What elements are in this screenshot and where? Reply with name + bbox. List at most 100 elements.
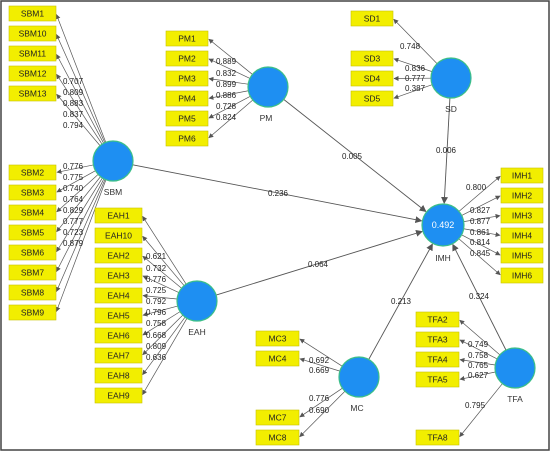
construct-label-pm: PM (260, 113, 273, 123)
indicator-label-sbm4: SBM4 (21, 208, 44, 218)
loading-value-pm4: 0.886 (216, 91, 237, 100)
indicator-label-pm6: PM6 (178, 134, 196, 144)
indicator-label-sbm8: SBM8 (21, 288, 44, 298)
loading-value-pm2: 0.832 (216, 69, 237, 78)
loading-value-sbm4: 0.740 (63, 184, 84, 193)
loading-value-imh3: 0.877 (470, 217, 491, 226)
loading-value-eah9: 0.636 (146, 353, 167, 362)
loading-value-pm1: 0.889 (216, 57, 237, 66)
loading-value-imh5: 0.814 (470, 238, 491, 247)
loading-value-sbm9: 0.879 (63, 239, 84, 248)
loading-value-eah8: 0.809 (146, 342, 167, 351)
loading-value-tfa4: 0.765 (468, 361, 489, 370)
indicator-label-imh6: IMH6 (512, 271, 533, 281)
loading-value-eah7: 0.668 (146, 331, 167, 340)
indicator-label-sbm12: SBM12 (19, 69, 47, 79)
indicator-label-sd5: SD5 (364, 94, 381, 104)
indicator-label-mc3: MC3 (269, 334, 287, 344)
indicator-label-eah3: EAH3 (107, 271, 129, 281)
construct-label-mc: MC (350, 403, 363, 413)
construct-circle-sbm[interactable] (93, 141, 133, 181)
loading-value-imh6: 0.845 (470, 249, 491, 258)
indicator-label-eah8: EAH8 (107, 371, 129, 381)
indicator-label-pm4: PM4 (178, 94, 196, 104)
loading-value-eah2: 0.776 (146, 275, 167, 284)
path-coefficient-sd-to-imh: 0.006 (436, 146, 457, 155)
loading-value-sbm12: 0.837 (63, 110, 84, 119)
loading-value-imh2: 0.827 (470, 206, 491, 215)
loading-value-tfa3: 0.758 (468, 351, 489, 360)
loading-value-sbm13: 0.794 (63, 121, 84, 130)
indicator-label-sbm10: SBM10 (19, 29, 47, 39)
construct-circle-eah[interactable] (177, 281, 217, 321)
indicator-label-eah9: EAH9 (107, 391, 129, 401)
path-coefficient-tfa-to-imh: 0.324 (469, 292, 490, 301)
loading-value-sbm5: 0.764 (63, 195, 84, 204)
indicator-label-sbm7: SBM7 (21, 268, 44, 278)
loading-value-tfa5: 0.627 (468, 371, 489, 380)
loading-value-eah5: 0.796 (146, 308, 167, 317)
loading-value-pm3: 0.899 (216, 80, 237, 89)
loading-value-pm6: 0.824 (216, 113, 237, 122)
loading-value-imh4: 0.861 (470, 228, 491, 237)
path-coefficient-pm-to-imh: 0.005 (342, 152, 363, 161)
loading-value-sd5: 0.387 (405, 84, 426, 93)
indicator-label-sbm13: SBM13 (19, 89, 47, 99)
loading-value-sbm1: 0.707 (63, 77, 84, 86)
loading-value-mc3: 0.692 (309, 356, 330, 365)
construct-circle-tfa[interactable] (495, 348, 535, 388)
indicator-label-eah10: EAH10 (105, 231, 132, 241)
indicator-label-sd1: SD1 (364, 14, 381, 24)
construct-label-eah: EAH (188, 327, 205, 337)
loading-value-tfa2: 0.749 (468, 340, 489, 349)
indicator-label-eah7: EAH7 (107, 351, 129, 361)
indicator-label-eah4: EAH4 (107, 291, 129, 301)
loading-value-sbm3: 0.775 (63, 173, 84, 182)
loading-value-eah1: 0.621 (146, 252, 167, 261)
loading-value-tfa8: 0.795 (465, 401, 486, 410)
indicator-label-sbm11: SBM11 (19, 49, 47, 59)
indicator-label-tfa4: TFA4 (427, 355, 448, 365)
loading-value-pm5: 0.728 (216, 102, 237, 111)
loading-value-sd1: 0.748 (400, 42, 421, 51)
indicator-label-sd3: SD3 (364, 54, 381, 64)
indicator-label-tfa3: TFA3 (427, 335, 448, 345)
loading-value-eah3: 0.725 (146, 286, 167, 295)
indicator-label-imh3: IMH3 (512, 211, 533, 221)
indicator-label-sd4: SD4 (364, 74, 381, 84)
indicator-label-tfa5: TFA5 (427, 375, 448, 385)
loading-value-mc4: 0.669 (309, 366, 330, 375)
indicator-label-sbm9: SBM9 (21, 308, 44, 318)
construct-circle-pm[interactable] (248, 67, 288, 107)
construct-circle-sd[interactable] (431, 58, 471, 98)
indicator-label-imh1: IMH1 (512, 171, 533, 181)
indicator-label-sbm3: SBM3 (21, 188, 44, 198)
loading-value-mc7: 0.776 (309, 394, 330, 403)
indicator-label-eah5: EAH5 (107, 311, 129, 321)
indicator-label-pm2: PM2 (178, 54, 196, 64)
loading-value-sbm6: 0.829 (63, 206, 84, 215)
indicator-label-imh5: IMH5 (512, 251, 533, 261)
loading-value-eah10: 0.732 (146, 264, 167, 273)
construct-circle-mc[interactable] (339, 357, 379, 397)
r-squared-imh: 0.492 (432, 220, 455, 230)
indicator-label-pm5: PM5 (178, 114, 196, 124)
loading-value-imh1: 0.800 (466, 183, 487, 192)
loading-value-sbm2: 0.776 (63, 162, 84, 171)
loading-value-sbm11: 0.883 (63, 99, 84, 108)
indicator-label-sbm1: SBM1 (21, 9, 44, 19)
indicator-label-imh4: IMH4 (512, 231, 533, 241)
indicator-label-sbm2: SBM2 (21, 168, 44, 178)
path-coefficient-eah-to-imh: 0.064 (308, 260, 329, 269)
path-coefficient-sbm-to-imh: 0.236 (268, 189, 289, 198)
indicator-label-mc8: MC8 (269, 433, 287, 443)
indicator-label-mc7: MC7 (269, 413, 287, 423)
loading-value-sbm7: 0.777 (63, 217, 84, 226)
loading-value-sbm10: 0.809 (63, 88, 84, 97)
construct-label-tfa: TFA (507, 394, 523, 404)
construct-label-imh: IMH (435, 253, 451, 263)
indicator-label-eah1: EAH1 (107, 211, 129, 221)
loading-value-eah4: 0.792 (146, 297, 167, 306)
